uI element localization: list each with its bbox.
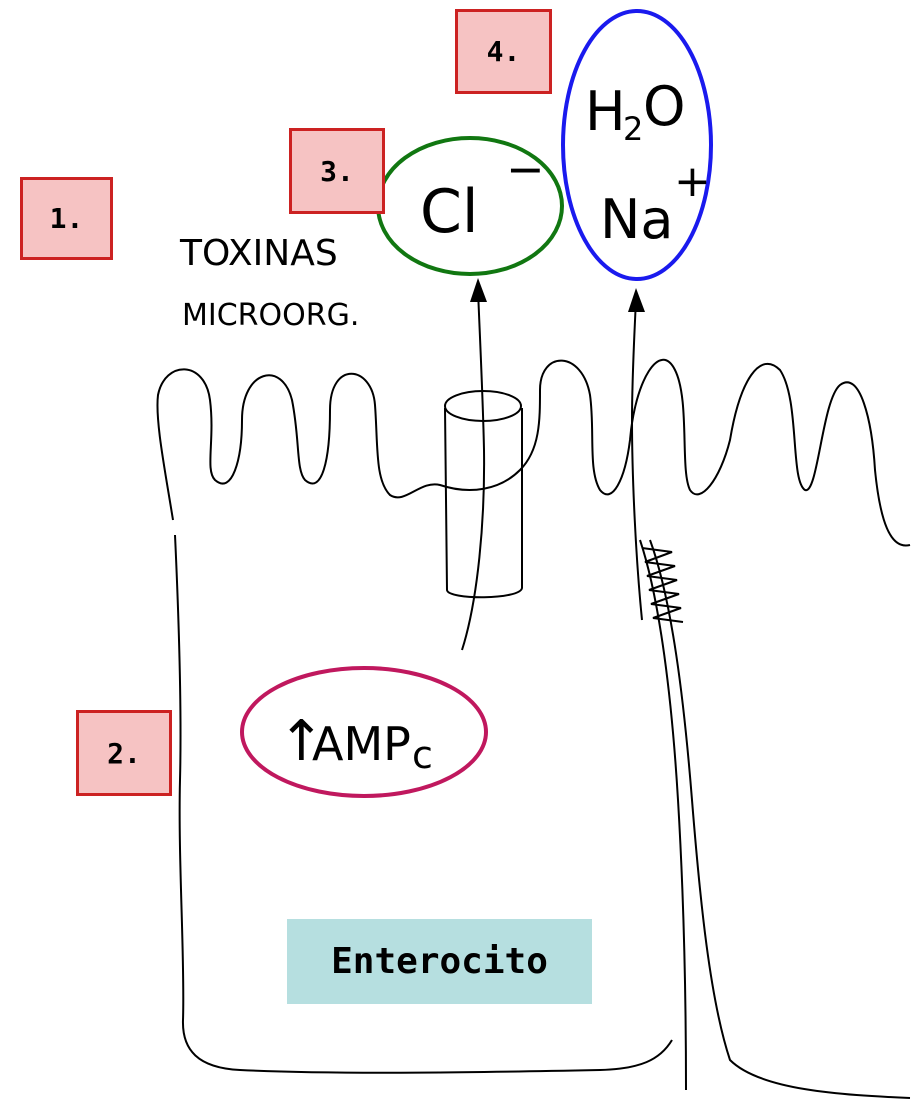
water-symbol-sub: 2 [623, 110, 643, 148]
enterocito-label: Enterocito [287, 919, 592, 1004]
tight-junction-coil [642, 548, 683, 622]
step-4-box: 4. [455, 9, 552, 94]
step-2-box: 2. [76, 710, 172, 796]
tight-junction-left [640, 540, 686, 1090]
toxinas-label: TOXINAS [179, 233, 338, 274]
chloride-arrow-head [470, 278, 487, 302]
chloride-charge: − [506, 142, 545, 196]
cell-membrane-outline [157, 360, 910, 546]
sodium-charge: + [674, 156, 711, 207]
sodium-symbol: Na [600, 188, 674, 251]
water-symbol-h: H [585, 80, 626, 143]
step-3-box: 3. [289, 128, 385, 214]
microorganism-label: MICROORG. [182, 298, 359, 333]
water-sodium-arrow-head [628, 288, 645, 312]
ampc-subscript: c [412, 733, 433, 777]
chloride-text: Cl [420, 177, 479, 247]
water-sodium-arrow [632, 300, 642, 620]
ampc-text: AMP [312, 717, 411, 771]
tight-junction-right [650, 540, 910, 1098]
water-symbol-o: O [643, 75, 686, 138]
chloride-symbol: Cl [420, 177, 479, 247]
step-1-box: 1. [20, 177, 113, 260]
